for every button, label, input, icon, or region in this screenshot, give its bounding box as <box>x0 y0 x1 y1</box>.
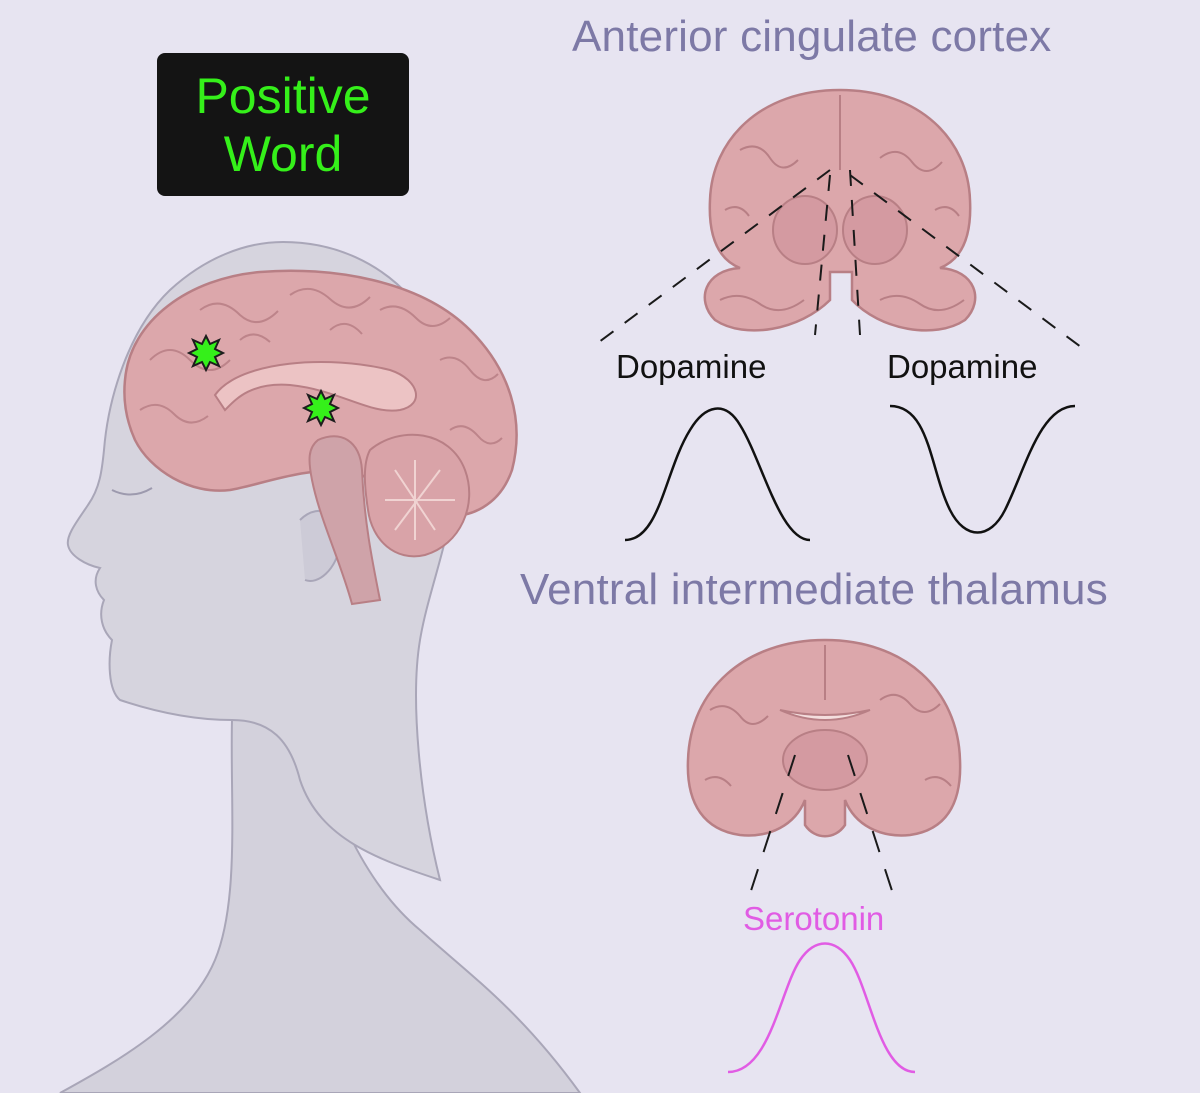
coronal-section-vim <box>686 638 962 838</box>
serotonin-label: Serotonin <box>743 900 885 937</box>
brainstem <box>308 435 382 606</box>
stimulus-word-box: Positive Word <box>157 53 409 196</box>
starburst-icon <box>301 388 341 428</box>
serotonin-increase-curve <box>727 942 916 1074</box>
shoulders <box>59 698 582 1093</box>
stimulus-line-1: Positive <box>195 67 371 124</box>
vim-dashed-leaders <box>747 754 896 901</box>
coronal-section-acc <box>703 88 977 332</box>
starburst-icon <box>186 333 226 373</box>
left-dopamine-label: Dopamine <box>616 348 767 385</box>
dopamine-decrease-curve <box>889 404 1076 534</box>
right-dopamine-label: Dopamine <box>887 348 1038 385</box>
closed-eye <box>111 487 153 496</box>
dopamine-increase-curve <box>624 407 811 542</box>
vim-title: Ventral intermediate thalamus <box>520 565 1108 614</box>
acc-title: Anterior cingulate cortex <box>572 12 1052 61</box>
acc-dashed-leaders <box>594 169 1086 351</box>
stimulus-line-2: Word <box>223 125 343 182</box>
sagittal-brain <box>123 269 518 606</box>
corpus-callosum <box>213 361 417 412</box>
cerebellum <box>363 433 471 558</box>
